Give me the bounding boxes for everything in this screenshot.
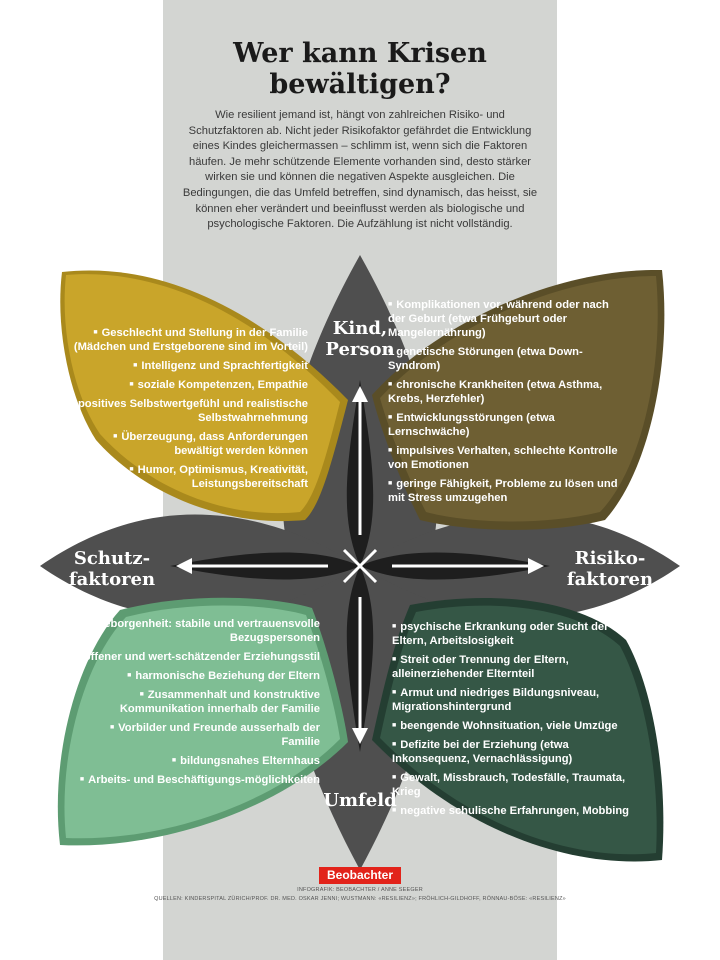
list-item: bildungsnahes Elternhaus	[70, 754, 320, 768]
label-umfeld: Umfeld	[323, 790, 397, 811]
list-item: psychische Erkrankung oder Sucht der Elt…	[392, 620, 637, 648]
list-item: Streit oder Trennung der Eltern, alleine…	[392, 653, 637, 681]
list-item: harmonische Beziehung der Eltern	[70, 669, 320, 683]
arrow-down	[352, 728, 368, 744]
list-item: Überzeugung, dass Anforderungen bewältig…	[68, 430, 308, 458]
brand-logo: Beobachter	[319, 867, 401, 884]
arrow-up	[352, 386, 368, 402]
list-schutz-person: Geschlecht und Stellung in der Familie (…	[68, 326, 308, 496]
arrow-right	[528, 558, 544, 574]
list-item: beengende Wohnsituation, viele Umzüge	[392, 719, 637, 733]
list-item: genetische Störungen (etwa Down-Syndrom)	[388, 345, 628, 373]
list-risiko-person: Komplikationen vor, während oder nach de…	[388, 298, 628, 510]
list-item: impulsives Verhalten, schlechte Kontroll…	[388, 444, 628, 472]
list-item: Armut und niedriges Bildungsniveau, Migr…	[392, 686, 637, 714]
list-item: Gewalt, Missbrauch, Todesfälle, Traumata…	[392, 771, 637, 799]
list-item: Komplikationen vor, während oder nach de…	[388, 298, 628, 340]
list-item: geringe Fähigkeit, Probleme zu lösen und…	[388, 477, 628, 505]
list-item: positives Selbstwertgefühl und realistis…	[68, 397, 308, 425]
list-item: Entwicklungsstörungen (etwa Lernschwäche…	[388, 411, 628, 439]
list-item: soziale Kompetenzen, Empathie	[68, 378, 308, 392]
list-item: Humor, Optimismus, Kreativität, Leistung…	[68, 463, 308, 491]
intro-text: Wie resilient jemand ist, hängt von zahl…	[182, 109, 538, 231]
list-item: Arbeits- und Beschäftigungs-möglichkeite…	[70, 773, 320, 787]
label-schutzfaktoren: Schutz-faktoren	[68, 548, 156, 590]
list-schutz-umfeld: Geborgenheit: stabile und vertrauensvoll…	[70, 617, 320, 792]
list-item: chronische Krankheiten (etwa Asthma, Kre…	[388, 378, 628, 406]
arrow-left	[176, 558, 192, 574]
label-kind-person: Kind, Person	[325, 318, 395, 360]
list-item: negative schulische Erfahrungen, Mobbing	[392, 804, 637, 818]
list-item: offener und wert-schätzender Erziehungss…	[70, 650, 320, 664]
list-item: Vorbilder und Freunde ausserhalb der Fam…	[70, 721, 320, 749]
list-item: Defizite bei der Erziehung (etwa Inkonse…	[392, 738, 637, 766]
page-title: Wer kann Krisen bewältigen?	[233, 38, 487, 100]
list-item: Geborgenheit: stabile und vertrauensvoll…	[70, 617, 320, 645]
list-item: Zusammenhalt und konstruktive Kommunikat…	[70, 688, 320, 716]
list-risiko-umfeld: psychische Erkrankung oder Sucht der Elt…	[392, 620, 637, 823]
sources-text: QUELLEN: KINDERSPITAL ZÜRICH/PROF. DR. M…	[154, 896, 566, 902]
arrows	[185, 395, 535, 735]
list-item: Geschlecht und Stellung in der Familie (…	[68, 326, 308, 354]
credit-text: INFOGRAFIK: BEOBACHTER / ANNE SEEGER	[297, 887, 423, 893]
label-risikofaktoren: Risiko-faktoren	[566, 548, 654, 590]
list-item: Intelligenz und Sprachfertigkeit	[68, 359, 308, 373]
